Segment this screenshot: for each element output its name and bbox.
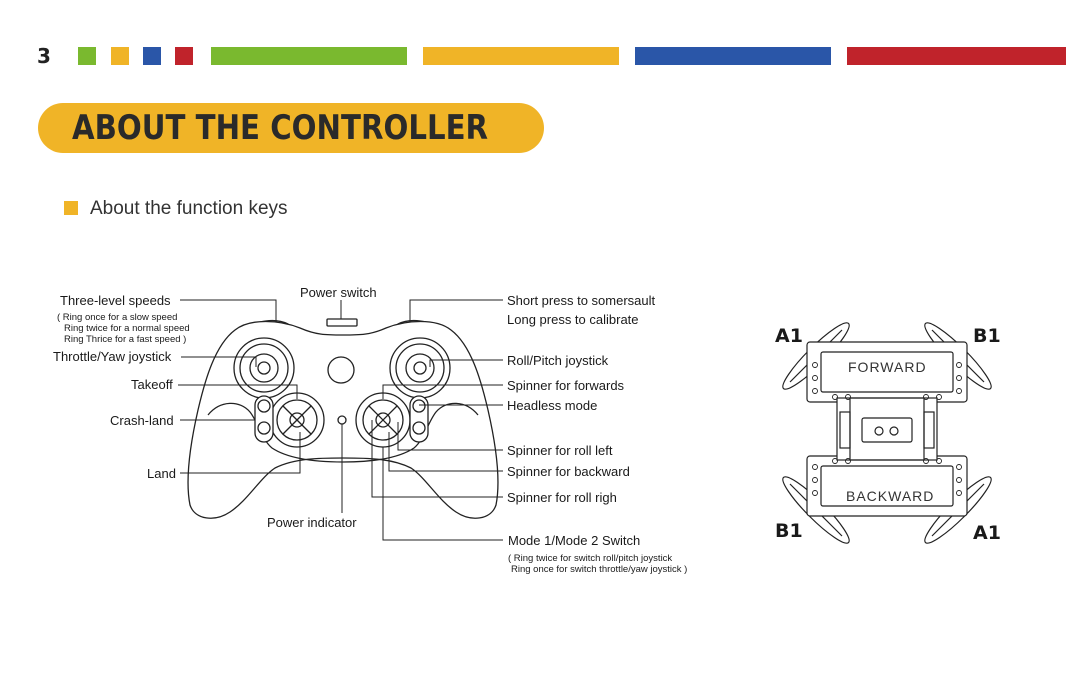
label-calibrate: Long press to calibrate xyxy=(507,312,639,327)
label-speed-note-3: Ring Thrice for a fast speed ) xyxy=(64,334,186,345)
label-speed-note-1: ( Ring once for a slow speed xyxy=(57,312,177,323)
leader-lines xyxy=(178,299,503,541)
section-title-banner xyxy=(38,103,544,153)
drone-label-top-left: A1 xyxy=(775,325,803,347)
drone-label-bottom-left: B1 xyxy=(775,520,803,542)
label-mode-note-1: ( Ring twice for switch roll/pitch joyst… xyxy=(508,553,672,564)
color-bar-red xyxy=(847,47,1066,65)
drone-label-top-right: B1 xyxy=(973,325,1001,347)
label-three-level-speeds: Three-level speeds xyxy=(60,293,171,308)
section-title: ABOUT THE CONTROLLER xyxy=(72,108,489,148)
label-takeoff: Takeoff xyxy=(131,377,173,392)
label-power-indicator: Power indicator xyxy=(267,515,357,530)
label-spinner-forwards: Spinner for forwards xyxy=(507,378,625,393)
color-square-blue xyxy=(143,47,161,65)
controller-illustration xyxy=(187,318,499,519)
color-square-yellow xyxy=(111,47,129,65)
label-mode-note-2: Ring once for switch throttle/yaw joysti… xyxy=(511,564,687,575)
label-headless: Headless mode xyxy=(507,398,597,413)
subsection-title: About the function keys xyxy=(90,198,288,219)
frame-studs xyxy=(812,362,962,496)
label-spinner-roll-left: Spinner for roll left xyxy=(507,443,613,458)
label-speed-note-2: Ring twice for a normal speed xyxy=(64,323,190,334)
drone-label-bottom-right: A1 xyxy=(973,522,1001,544)
color-bar-blue xyxy=(635,47,831,65)
drone-illustration xyxy=(782,322,992,544)
drone-forward-label: FORWARD xyxy=(848,359,927,375)
label-power-switch: Power switch xyxy=(300,285,377,300)
color-square-green xyxy=(78,47,96,65)
subsection-bullet xyxy=(64,201,78,215)
color-bar-yellow xyxy=(423,47,619,65)
label-spinner-roll-right: Spinner for roll righ xyxy=(507,490,617,505)
label-land: Land xyxy=(147,466,176,481)
label-throttle-yaw: Throttle/Yaw joystick xyxy=(53,349,172,364)
page-number: 3 xyxy=(37,44,51,68)
label-somersault: Short press to somersault xyxy=(507,293,656,308)
label-spinner-backward: Spinner for backward xyxy=(507,464,630,479)
drone-backward-label: BACKWARD xyxy=(846,488,934,504)
label-roll-pitch: Roll/Pitch joystick xyxy=(507,353,609,368)
label-mode-switch: Mode 1/Mode 2 Switch xyxy=(508,533,640,548)
label-crash-land: Crash-land xyxy=(110,413,174,428)
color-square-red xyxy=(175,47,193,65)
color-bar-green xyxy=(211,47,407,65)
